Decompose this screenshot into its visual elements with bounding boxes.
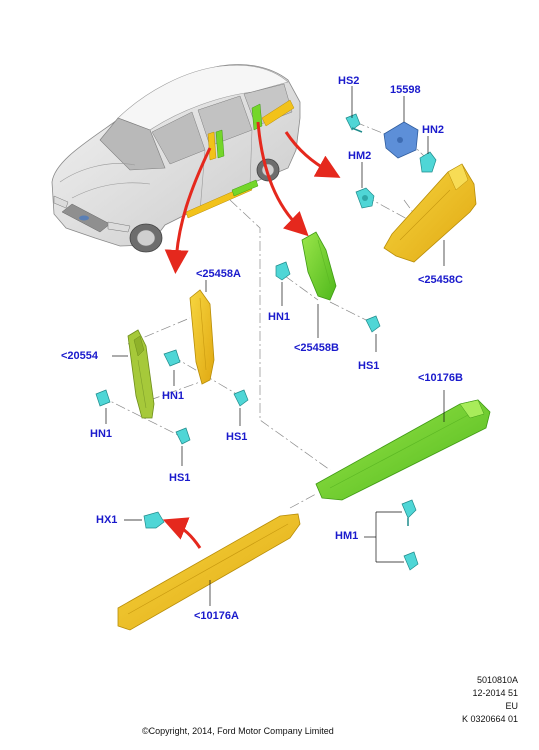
- callout-25458a[interactable]: <25458A: [196, 268, 241, 280]
- red-direction-arrows: [162, 121, 341, 549]
- clip-hn1-mid[interactable]: [275, 261, 291, 281]
- part-10176a[interactable]: [117, 513, 301, 631]
- callout-hs1-mid[interactable]: HS1: [358, 360, 380, 372]
- part-20554[interactable]: [127, 329, 155, 419]
- clip-hn1-left-lower[interactable]: [95, 389, 111, 407]
- leader-lines: [105, 86, 445, 606]
- part-25458c[interactable]: [383, 163, 477, 263]
- callout-hs1-left-lower[interactable]: HS1: [169, 472, 191, 484]
- clip-hn2[interactable]: [419, 151, 437, 173]
- part-10176b[interactable]: [315, 399, 491, 501]
- clip-hm2[interactable]: [355, 187, 375, 209]
- vehicle-illustration: [51, 64, 301, 253]
- part-15598-bracket[interactable]: [383, 121, 419, 159]
- clip-hs1-left-upper[interactable]: [233, 389, 249, 407]
- clip-hx1[interactable]: [143, 511, 165, 529]
- callout-10176a[interactable]: <10176A: [194, 610, 239, 622]
- footer-date: 12-2014 51: [472, 688, 518, 698]
- clip-hs1-mid[interactable]: [365, 315, 381, 333]
- callout-hs1-left-upper[interactable]: HS1: [226, 431, 248, 443]
- footer-region: EU: [505, 701, 518, 711]
- part-25458b[interactable]: [301, 231, 337, 301]
- callout-hn1-mid[interactable]: HN1: [268, 311, 291, 323]
- callout-hs2[interactable]: HS2: [338, 75, 360, 87]
- footer-reference: K 0320664 01: [461, 714, 518, 724]
- callout-25458b[interactable]: <25458B: [294, 342, 339, 354]
- callout-10176b[interactable]: <10176B: [418, 372, 463, 384]
- callout-hn1-left-upper[interactable]: HN1: [162, 390, 185, 402]
- callout-hn2[interactable]: HN2: [422, 124, 445, 136]
- clip-hm1-upper[interactable]: [401, 499, 417, 526]
- clip-hn1-left-upper[interactable]: [163, 349, 181, 367]
- footer-diagram-code: 5010810A: [476, 675, 518, 685]
- clip-hs1-left-lower[interactable]: [175, 427, 191, 445]
- callout-25458c[interactable]: <25458C: [418, 274, 463, 286]
- callout-hx1[interactable]: HX1: [96, 514, 118, 526]
- clip-hm1-lower[interactable]: [403, 551, 419, 571]
- callout-15598[interactable]: 15598: [390, 84, 421, 96]
- clip-hs2[interactable]: [345, 113, 363, 133]
- callout-20554[interactable]: <20554: [61, 350, 99, 362]
- callout-hn1-left-lower[interactable]: HN1: [90, 428, 113, 440]
- callout-hm1[interactable]: HM1: [335, 530, 359, 542]
- footer-copyright: ©Copyright, 2014, Ford Motor Company Lim…: [142, 726, 334, 736]
- part-25458a[interactable]: [189, 289, 215, 385]
- callout-hm2[interactable]: HM2: [348, 150, 372, 162]
